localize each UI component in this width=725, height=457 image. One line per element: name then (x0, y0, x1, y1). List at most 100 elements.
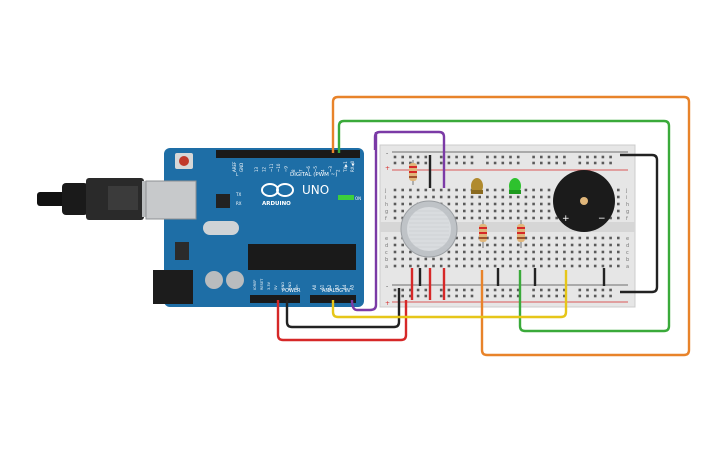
breadboard-hole[interactable] (540, 216, 543, 220)
breadboard-hole[interactable] (578, 257, 582, 261)
breadboard-hole[interactable] (617, 257, 620, 261)
breadboard-hole[interactable] (563, 243, 566, 247)
rail-hole[interactable] (455, 155, 458, 159)
breadboard-hole[interactable] (424, 188, 428, 192)
breadboard-hole[interactable] (570, 250, 574, 254)
breadboard-hole[interactable] (463, 216, 466, 220)
rail-hole[interactable] (463, 288, 466, 292)
breadboard-hole[interactable] (401, 250, 404, 254)
breadboard-hole[interactable] (486, 243, 489, 247)
breadboard-hole[interactable] (470, 216, 474, 220)
rail-hole[interactable] (563, 161, 566, 165)
breadboard-hole[interactable] (516, 216, 520, 220)
breadboard-hole[interactable] (593, 243, 597, 247)
breadboard-hole[interactable] (432, 264, 435, 268)
rail-hole[interactable] (516, 161, 520, 165)
breadboard-hole[interactable] (509, 202, 512, 206)
rail-hole[interactable] (486, 288, 489, 292)
breadboard-hole[interactable] (501, 188, 505, 192)
breadboard-hole[interactable] (455, 195, 458, 199)
breadboard-hole[interactable] (540, 202, 543, 206)
rail-hole[interactable] (393, 161, 397, 165)
rail-hole[interactable] (509, 155, 512, 159)
rail-hole[interactable] (601, 294, 605, 298)
breadboard-hole[interactable] (393, 257, 397, 261)
breadboard-hole[interactable] (432, 195, 435, 199)
breadboard-hole[interactable] (493, 264, 497, 268)
breadboard-hole[interactable] (486, 264, 489, 268)
rail-hole[interactable] (593, 294, 597, 298)
breadboard-hole[interactable] (555, 257, 558, 261)
breadboard-hole[interactable] (470, 209, 474, 213)
breadboard-hole[interactable] (524, 257, 528, 261)
breadboard-hole[interactable] (478, 250, 481, 254)
breadboard-hole[interactable] (540, 243, 543, 247)
breadboard-hole[interactable] (524, 188, 528, 192)
rail-hole[interactable] (470, 294, 474, 298)
rail-hole[interactable] (424, 288, 428, 292)
breadboard-hole[interactable] (617, 209, 620, 213)
breadboard-hole[interactable] (393, 243, 397, 247)
breadboard-hole[interactable] (393, 188, 397, 192)
breadboard-hole[interactable] (578, 250, 582, 254)
breadboard-hole[interactable] (509, 264, 512, 268)
rail-hole[interactable] (439, 288, 443, 292)
breadboard-hole[interactable] (501, 243, 505, 247)
breadboard-hole[interactable] (547, 243, 551, 247)
rail-hole[interactable] (439, 294, 443, 298)
breadboard-hole[interactable] (501, 216, 505, 220)
breadboard-hole[interactable] (516, 250, 520, 254)
breadboard-hole[interactable] (516, 243, 520, 247)
breadboard-hole[interactable] (401, 243, 404, 247)
breadboard-hole[interactable] (455, 250, 458, 254)
breadboard-hole[interactable] (501, 195, 505, 199)
breadboard-hole[interactable] (532, 216, 535, 220)
rail-hole[interactable] (586, 161, 589, 165)
orange-wire[interactable] (331, 95, 691, 357)
breadboard-hole[interactable] (393, 209, 397, 213)
breadboard-hole[interactable] (463, 188, 466, 192)
rail-hole[interactable] (409, 161, 412, 165)
rail-hole[interactable] (393, 294, 397, 298)
breadboard-hole[interactable] (532, 236, 535, 240)
breadboard-hole[interactable] (547, 216, 551, 220)
breadboard-hole[interactable] (470, 202, 474, 206)
breadboard-hole[interactable] (524, 264, 528, 268)
rail-hole[interactable] (455, 161, 458, 165)
reset-button-cap[interactable] (179, 156, 189, 166)
breadboard-hole[interactable] (516, 264, 520, 268)
breadboard-hole[interactable] (393, 264, 397, 268)
breadboard-hole[interactable] (509, 250, 512, 254)
breadboard-hole[interactable] (455, 264, 458, 268)
rail-hole[interactable] (486, 161, 489, 165)
rail-hole[interactable] (501, 155, 505, 159)
breadboard-hole[interactable] (547, 209, 551, 213)
breadboard-hole[interactable] (601, 250, 605, 254)
breadboard-hole[interactable] (524, 250, 528, 254)
breadboard-hole[interactable] (447, 202, 451, 206)
rail-hole[interactable] (578, 155, 582, 159)
breadboard-hole[interactable] (532, 250, 535, 254)
breadboard-hole[interactable] (424, 264, 428, 268)
breadboard-hole[interactable] (486, 202, 489, 206)
rail-hole[interactable] (563, 155, 566, 159)
breadboard-hole[interactable] (424, 195, 428, 199)
rail-hole[interactable] (409, 155, 412, 159)
breadboard-hole[interactable] (555, 250, 558, 254)
breadboard-hole[interactable] (486, 257, 489, 261)
breadboard-hole[interactable] (486, 209, 489, 213)
breadboard-hole[interactable] (493, 195, 497, 199)
breadboard-hole[interactable] (401, 264, 404, 268)
yellow-wire[interactable] (331, 270, 568, 319)
rail-hole[interactable] (532, 294, 535, 298)
breadboard-hole[interactable] (409, 202, 412, 206)
rail-hole[interactable] (509, 288, 512, 292)
breadboard-hole[interactable] (393, 202, 397, 206)
breadboard-hole[interactable] (478, 257, 481, 261)
breadboard-hole[interactable] (393, 195, 397, 199)
breadboard-hole[interactable] (617, 216, 620, 220)
breadboard-hole[interactable] (478, 195, 481, 199)
rail-hole[interactable] (409, 294, 412, 298)
rail-hole[interactable] (401, 288, 404, 292)
breadboard-hole[interactable] (478, 209, 481, 213)
